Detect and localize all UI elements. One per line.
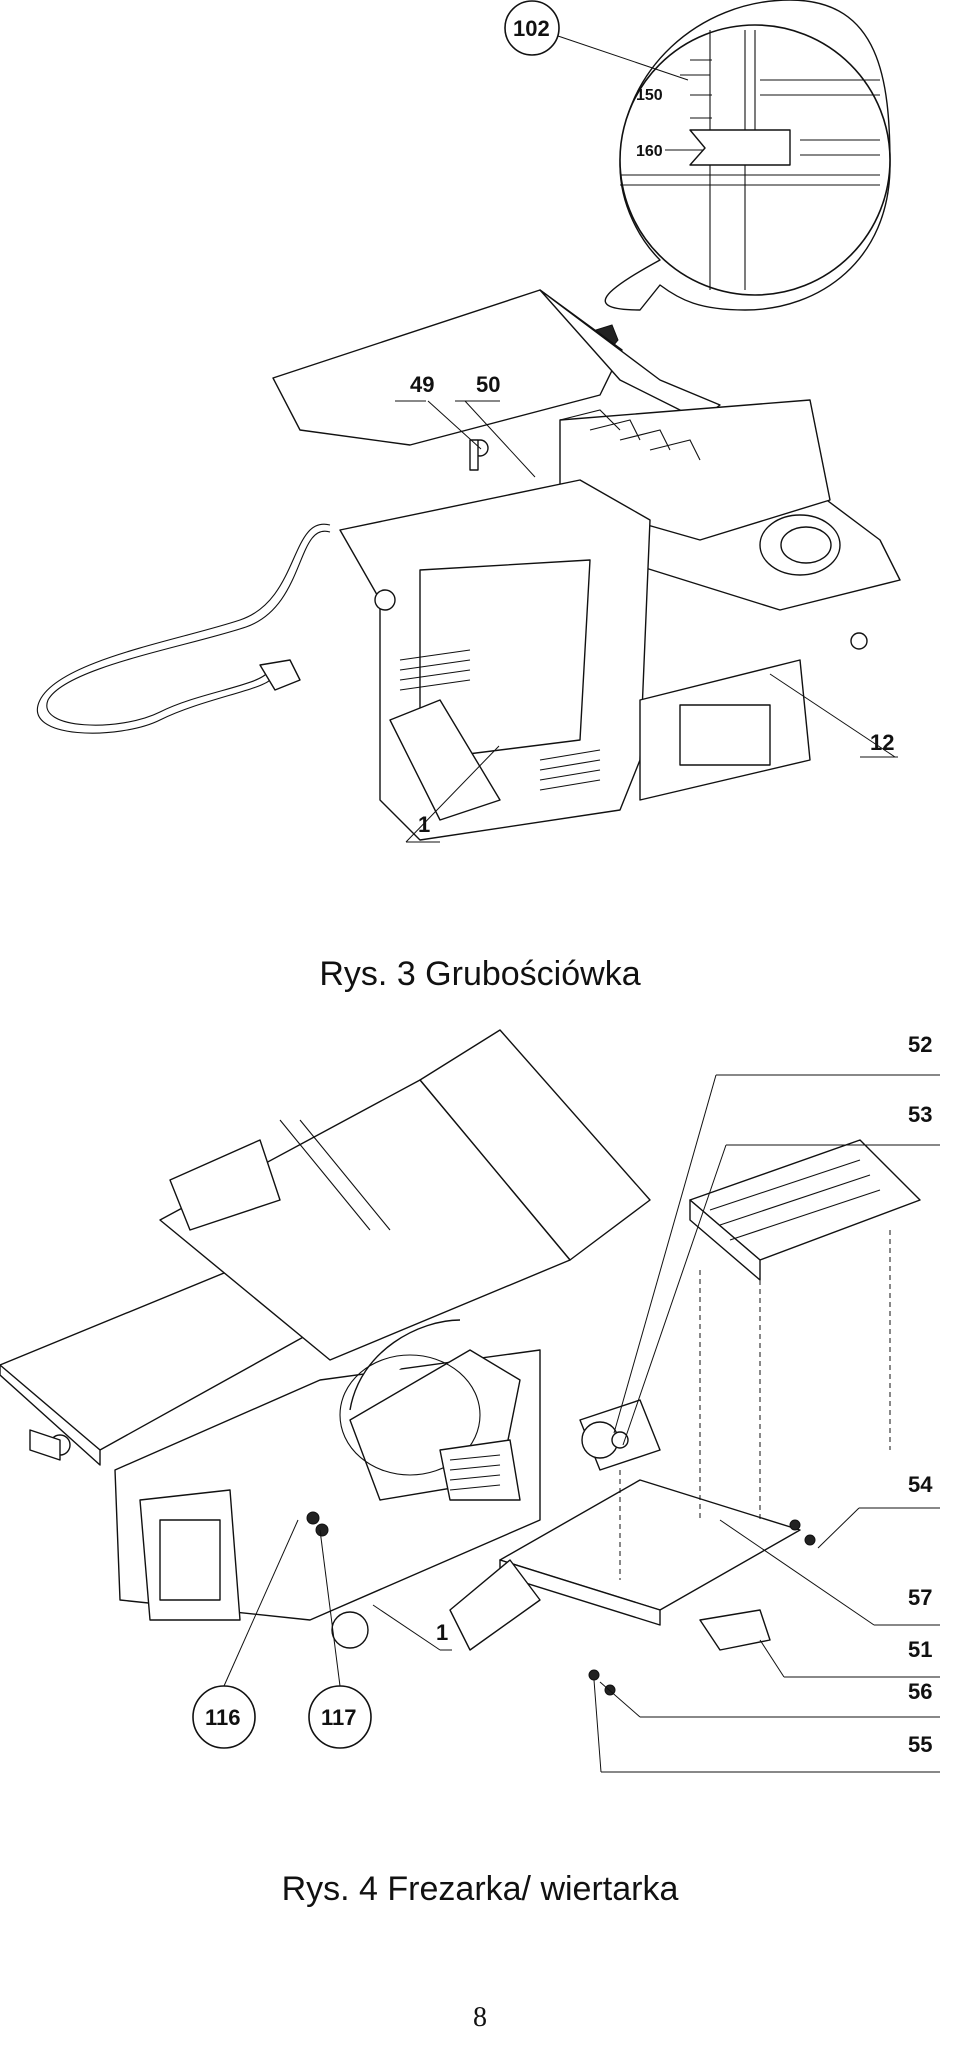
callout-circle-102 [504,0,560,56]
figure-4-caption: Rys. 4 Frezarka/ wiertarka [281,1870,679,1908]
callout-53: 53 [908,1102,932,1127]
callout-56: 56 [908,1679,932,1704]
scale-mark-150: 150 [636,87,663,104]
scale-mark-160: 160 [636,143,663,160]
callout-12: 12 [870,730,894,755]
figure-4-drawing: 52 53 54 57 51 56 55 1 116 117 [0,1029,940,1773]
callout-1-fig4: 1 [436,1620,448,1645]
callout-117: 117 [321,1705,357,1730]
callout-102: 102 [513,16,550,41]
callout-57: 57 [908,1585,932,1610]
callout-1-fig3: 1 [418,812,430,837]
callout-51: 51 [908,1637,932,1662]
figure-3-caption: Rys. 3 Grubościówka [319,955,641,993]
callout-49: 49 [410,372,434,397]
callout-55: 55 [908,1732,932,1757]
page-number: 8 [473,2002,487,2033]
milling-drilling-illustration [0,1029,921,1696]
callout-116: 116 [205,1705,241,1730]
callout-52: 52 [908,1032,932,1057]
zoom-detail: 150 160 [604,0,891,311]
callout-circle-116 [192,1685,256,1749]
thickness-planer-illustration [36,289,901,841]
figure-3-drawing: 150 160 102 49 [36,0,901,843]
callout-50: 50 [476,372,500,397]
callout-circle-117 [308,1685,372,1749]
callout-54: 54 [908,1472,933,1497]
